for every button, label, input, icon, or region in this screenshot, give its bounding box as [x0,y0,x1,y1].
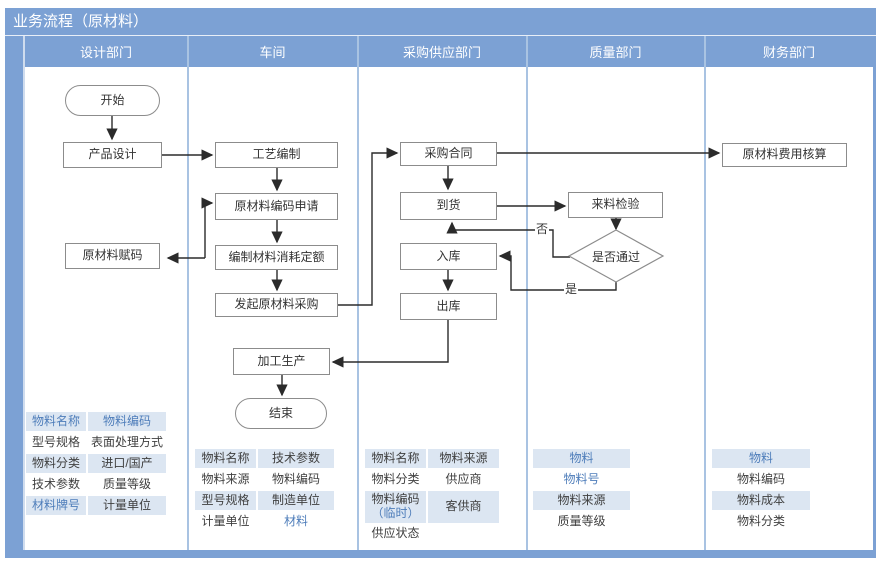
table-cell: 供应商 [428,470,499,489]
edge-label-yes: 是 [564,282,579,296]
table-cell: 物料名称 [26,412,86,431]
frame-left-bar [5,36,25,550]
table-cell: 供应状态 [365,524,426,544]
node-quota-compile: 编制材料消耗定额 [215,245,338,270]
table-cell: 计量单位 [88,496,166,515]
table-cell: 物料来源 [533,491,630,510]
node-process-compile: 工艺编制 [215,142,338,168]
table-cell: 物料分类 [365,470,426,489]
table-cell: 物料编码 （临时） [365,491,426,523]
table-cell: 表面处理方式 [88,433,166,452]
edge-decision-yes-to-inbound [498,250,617,291]
table-cell: 质量等级 [88,475,166,494]
node-start: 开始 [65,85,160,116]
node-cost-accounting: 原材料费用核算 [722,143,847,167]
table-cell: 质量等级 [533,512,630,531]
edge-outbound-to-processing [331,320,449,368]
edge-decision-no-to-arrival [446,221,570,258]
design-attribute-table: 物料名称 物料编码 型号规格 表面处理方式 物料分类 进口/国产 技术参数 质量… [26,412,166,515]
lane-divider [187,36,189,550]
procurement-attribute-table: 物料名称 物料来源 物料分类 供应商 物料编码 （临时） 客供商 供应状态 [365,449,499,544]
table-cell: 物料名称 [365,449,426,468]
node-incoming-inspection: 来料检验 [568,192,663,218]
table-cell: 物料成本 [712,491,810,510]
workshop-attribute-table: 物料名称 技术参数 物料来源 物料编码 型号规格 制造单位 计量单位 材料 [195,449,334,531]
table-cell: 物料分类 [26,454,86,473]
table-cell: 客供商 [428,491,499,523]
node-outbound: 出库 [400,293,497,320]
frame-right-bar [873,36,876,550]
node-purchase-contract: 采购合同 [400,142,497,166]
table-cell: 技术参数 [26,475,86,494]
quality-attribute-table: 物料 物料号 物料来源 质量等级 [533,449,630,531]
table-cell [428,524,499,544]
table-cell: 物料 [712,449,810,468]
lane-header-finance: 财务部门 [705,36,873,67]
table-cell: 材料牌号 [26,496,86,515]
table-cell: 型号规格 [26,433,86,452]
lane-header-procurement: 采购供应部门 [358,36,527,67]
table-cell: 物料 [533,449,630,468]
lane-header-workshop: 车间 [188,36,358,67]
node-inbound: 入库 [400,243,497,270]
table-cell: 物料分类 [712,512,810,531]
node-end: 结束 [235,398,327,429]
node-pass-decision: 是否通过 [591,249,640,264]
table-cell: 计量单位 [195,512,256,531]
table-cell: 物料号 [533,470,630,489]
table-cell: 制造单位 [258,491,334,510]
cell-line: 物料编码 [371,492,420,506]
edge-initiate-purchase-to-contract [338,147,399,306]
table-cell: 物料名称 [195,449,256,468]
table-cell: 进口/国产 [88,454,166,473]
node-processing: 加工生产 [233,348,330,375]
table-cell: 物料来源 [428,449,499,468]
node-initiate-purchase: 发起原材料采购 [215,293,338,317]
node-material-coding: 原材料赋码 [65,243,160,269]
node-coding-apply: 原材料编码申请 [215,193,338,220]
node-arrival: 到货 [400,192,497,220]
table-cell: 物料编码 [88,412,166,431]
edge-label-no: 否 [535,222,550,236]
edge-material-coding-to-coding-apply [201,197,214,258]
table-cell: 物料编码 [712,470,810,489]
lane-divider [526,36,528,550]
table-cell: 物料编码 [258,470,334,489]
node-product-design: 产品设计 [63,142,162,168]
cell-line: （临时） [371,505,420,520]
lane-header-row: 设计部门 车间 采购供应部门 质量部门 财务部门 [25,36,873,67]
lane-header-quality: 质量部门 [527,36,705,67]
diagram-title: 业务流程（原材料） [5,8,876,36]
table-cell: 物料来源 [195,470,256,489]
frame-bottom-bar [5,550,876,558]
finance-attribute-table: 物料 物料编码 物料成本 物料分类 [712,449,810,531]
lane-header-design: 设计部门 [25,36,188,67]
table-cell: 材料 [258,512,334,531]
table-cell: 型号规格 [195,491,256,510]
table-cell: 技术参数 [258,449,334,468]
lane-divider [704,36,706,550]
decision-diamond-shape [567,229,665,283]
lane-divider [357,36,359,550]
